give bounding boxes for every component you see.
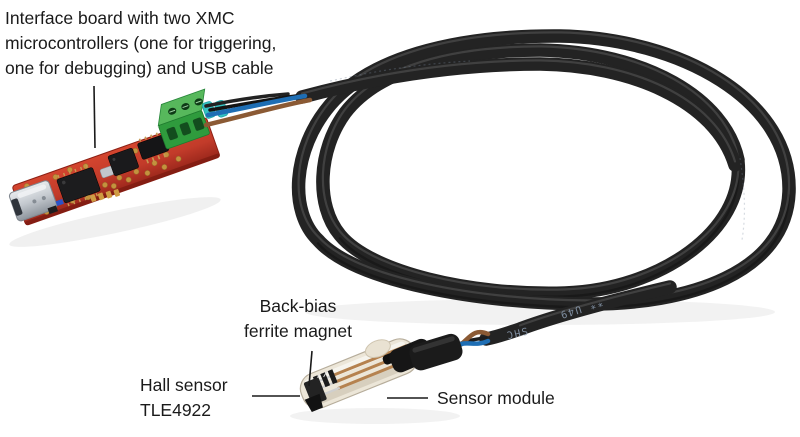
label-line: one for debugging) and USB cable	[5, 58, 274, 78]
label-line: Hall sensor	[140, 375, 228, 395]
pointer-lines	[93, 85, 428, 399]
board-end-wires	[203, 92, 313, 128]
label-line: Interface board with two XMC	[5, 8, 235, 28]
blue-wire-board	[205, 93, 308, 118]
cable-marking-shc: SHC	[504, 324, 528, 340]
module-cap	[364, 339, 391, 359]
black-wire-a	[204, 92, 290, 108]
pointer-interface-board	[93, 85, 96, 149]
usb-connector	[8, 180, 58, 222]
label-line: Back-bias	[259, 296, 337, 316]
shadows	[9, 197, 775, 424]
cable-entry-run	[295, 57, 742, 172]
label-hall-sensor: Hall sensor TLE4922	[140, 373, 228, 423]
label-interface-board: Interface board with two XMC microcontro…	[5, 6, 276, 81]
black-component	[47, 205, 59, 215]
brown-wire-board	[203, 97, 313, 128]
label-line: TLE4922	[140, 400, 212, 420]
label-sensor-module: Sensor module	[437, 386, 555, 411]
xmc-chip-2	[107, 148, 139, 176]
terminal-block	[157, 88, 210, 150]
cable-coil: SHC ** U49	[291, 29, 796, 346]
xmc-chip-1	[56, 164, 101, 207]
hall-sensor-chip	[304, 393, 323, 412]
label-line: microcontrollers (one for triggering,	[5, 33, 277, 53]
label-back-bias: Back-bias ferrite magnet	[212, 294, 384, 344]
label-line: Sensor module	[437, 388, 555, 408]
label-line: ferrite magnet	[244, 321, 352, 341]
heatshrink-sleeves	[382, 333, 463, 373]
blue-component	[55, 198, 64, 207]
interface-board	[8, 88, 229, 226]
pointer-back-bias	[308, 350, 313, 387]
soic-chip	[137, 132, 169, 164]
cable-exit-run	[479, 280, 677, 346]
